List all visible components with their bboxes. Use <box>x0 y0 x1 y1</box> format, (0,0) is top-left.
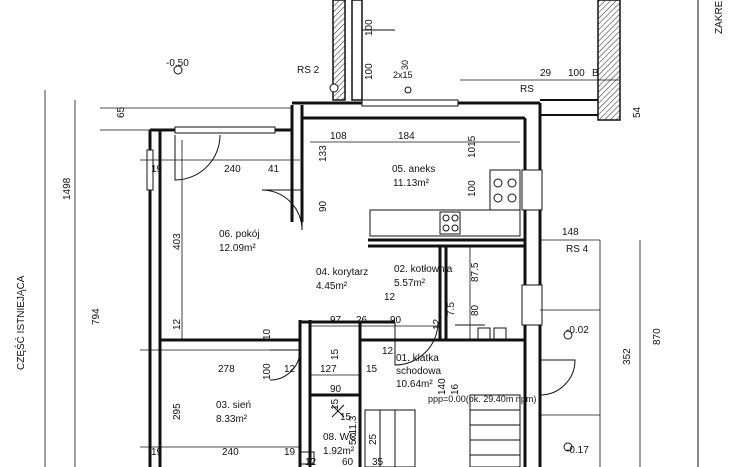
dim: 19 <box>151 164 163 175</box>
dim: 100 <box>568 68 585 79</box>
dim: 41 <box>268 164 280 175</box>
stairs <box>364 327 521 467</box>
label-b: B <box>592 68 599 79</box>
label-ppp: ppp=0.00(ok. 29.40m npm) <box>428 394 536 404</box>
room-korytarz-name: 04. korytarz <box>316 267 368 278</box>
dim: 29 <box>540 68 552 79</box>
kitchen-fixtures <box>369 169 521 237</box>
label-rs: RS <box>520 84 534 95</box>
dim: 403 <box>172 233 183 250</box>
dim: 12 <box>384 292 396 303</box>
room-pokoj-name: 06. pokój <box>219 229 260 240</box>
dim: 133 <box>318 145 329 162</box>
dim: 240 <box>222 447 239 458</box>
windows <box>146 99 543 326</box>
dim: 19 <box>151 447 163 458</box>
label-2x15: 2x15 <box>393 70 413 80</box>
room-aneks-name: 05. aneks <box>392 164 435 175</box>
dim: 794 <box>91 308 102 325</box>
dim: 16 <box>450 383 461 395</box>
dim: 90 <box>330 384 342 395</box>
dim: 108 <box>330 131 347 142</box>
room-wc-area: 1.92m² <box>323 446 355 457</box>
dim: 12 <box>172 318 183 330</box>
dim: 90 <box>318 200 329 212</box>
dim: 278 <box>218 364 235 375</box>
dim: 54 <box>632 106 643 118</box>
dim: 127 <box>320 364 337 375</box>
dim: 15 <box>366 364 378 375</box>
room-kotlownia-name: 02. kotłownia <box>394 264 453 275</box>
level-markers <box>173 65 573 452</box>
level-minus050: -0.50 <box>166 58 189 69</box>
label-30: 30 <box>400 60 410 70</box>
room-klatka-area: 10.64m² <box>396 379 433 390</box>
dim: 7.5 <box>446 302 457 316</box>
room-pokoj-area: 12.09m² <box>219 243 256 254</box>
label-czesc-istniejaca: CZĘŚĆ ISTNIEJĄCA <box>14 275 27 370</box>
dimension-lines <box>44 79 641 467</box>
dim: 100 <box>364 19 375 36</box>
dim: 140 <box>437 378 448 395</box>
room-klatka-name2: schodowa <box>396 366 441 377</box>
dim: 12 <box>284 364 296 375</box>
dim: 870 <box>652 328 663 345</box>
dim: 87.5 <box>470 262 481 282</box>
dim: 5x11.3 <box>348 415 359 445</box>
dim: 1015 <box>467 135 478 158</box>
top-walls <box>332 0 699 467</box>
level-minus002: -0.02 <box>566 325 589 336</box>
room-sien-name: 03. sień <box>216 400 251 411</box>
dim: 65 <box>116 106 127 118</box>
dim: 80 <box>470 304 481 316</box>
dim: 60 <box>342 457 354 467</box>
dim: 1498 <box>62 177 73 200</box>
level-minus017: -0.17 <box>566 445 589 456</box>
door-swings <box>174 134 576 396</box>
dim: 15 <box>330 348 341 360</box>
dim: 90 <box>390 315 402 326</box>
room-korytarz-area: 4.45m² <box>316 281 348 292</box>
dim: 100 <box>262 363 273 380</box>
dim: 12 <box>382 346 394 357</box>
wc-fixtures <box>299 404 345 465</box>
label-rs4: RS 4 <box>566 244 589 255</box>
dim: 295 <box>172 403 183 420</box>
dim: 25 <box>368 433 379 445</box>
dim: 184 <box>398 131 415 142</box>
room-sien-area: 8.33m² <box>216 414 248 425</box>
dim: 100 <box>364 63 375 80</box>
room-kotlownia-area: 5.57m² <box>394 278 426 289</box>
label-zakres: ZAKRE <box>714 0 725 34</box>
dim: 19 <box>284 447 296 458</box>
dimension-values: 100 100 29 100 54 65 1498 794 108 184 10… <box>62 19 663 467</box>
dim: 12 <box>432 318 443 330</box>
dim: 15 <box>330 398 341 410</box>
label-rs2: RS 2 <box>297 65 320 76</box>
dim: 148 <box>562 227 579 238</box>
dim: 12 <box>305 457 317 467</box>
room-klatka-name: 01. klatka <box>396 353 439 364</box>
dim: 35 <box>372 457 384 467</box>
dim: 100 <box>467 180 478 197</box>
room-wc-name: 08. WC <box>323 432 356 443</box>
room-aneks-area: 11.13m² <box>393 178 430 189</box>
dim: 97 <box>330 315 342 326</box>
dim: 10 <box>262 328 273 340</box>
dim: 240 <box>224 164 241 175</box>
dim: 26 <box>356 315 368 326</box>
dim: 352 <box>622 348 633 365</box>
dim: 15 <box>340 412 352 423</box>
